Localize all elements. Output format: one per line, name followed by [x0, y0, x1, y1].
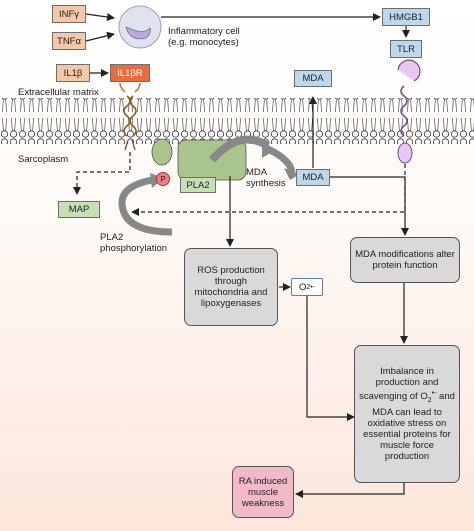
mda-modifications-box: MDA modifications alter protein function — [350, 237, 460, 283]
ra-muscle-weakness-box: RA induced muscle weakness — [232, 466, 294, 518]
superoxide-base: O — [298, 281, 307, 293]
inflammatory-cell-label-line1: Inflammatory cell — [168, 26, 240, 37]
pla2-phosphorylation-label-line2: phosphorylation — [100, 243, 168, 254]
mda-synthesis-curve — [268, 146, 296, 173]
superoxide-sup: •- — [310, 283, 316, 291]
il1br-to-map-arrow — [73, 152, 131, 195]
tnfa-box: TNFα — [52, 32, 86, 50]
pla2-phosphorylation-label-line1: PLA2 — [100, 232, 124, 243]
imbalance-text-part2: and MDA can lead to oxidative stress on … — [363, 391, 455, 462]
sarcoplasm-label: Sarcoplasm — [18, 154, 69, 165]
mda-outside-box: MDA — [294, 70, 332, 87]
imbalance-box: Imbalance in production and scavenging o… — [354, 345, 460, 483]
imbalance-sub: 2 — [427, 397, 432, 405]
infy-box: INFγ — [52, 5, 86, 23]
map-box: MAP — [58, 201, 100, 218]
extracellular-matrix-label: Extracellular matrix — [18, 87, 99, 98]
mda-inside-box: MDA — [296, 169, 330, 186]
cell-membrane — [0, 98, 474, 144]
pla2-box: PLA2 — [180, 177, 216, 193]
mda-synthesis-label-line1: MDA — [246, 167, 268, 178]
tnfa-arrow — [85, 31, 115, 42]
tlr-box: TLR — [390, 40, 422, 58]
mda-to-modifications-arrow — [330, 176, 409, 236]
mda-synthesis-label-line2: synthesis — [246, 178, 286, 189]
superoxide-to-imbalance-arrow — [306, 296, 355, 421]
il1br-receptor-icon — [119, 82, 141, 151]
imbalance-text-part1: Imbalance in production and scavenging o… — [359, 366, 439, 403]
ros-production-box: ROS production through mitochondria and … — [184, 248, 278, 326]
superoxide-sub: 2 — [306, 283, 311, 291]
imbalance-sup: •- — [431, 390, 437, 398]
phosphate-badge: P — [156, 172, 170, 186]
il1b-box: IL1β — [56, 64, 90, 82]
tlr-receptor-icon — [397, 59, 421, 164]
imbalance-text: Imbalance in production and scavenging o… — [358, 366, 456, 461]
inflammatory-cell-icon — [118, 5, 162, 49]
phosphorylation-curve — [118, 176, 173, 236]
inflammatory-cell-label-line2: (e.g. monocytes) — [168, 37, 239, 48]
imbalance-to-ra-arrow — [295, 483, 405, 498]
infy-arrow — [85, 13, 115, 21]
il1br-box: IL1βR — [110, 64, 150, 82]
hmgb1-box: HMGB1 — [382, 8, 430, 26]
pla2-enzyme-icon — [151, 135, 275, 181]
